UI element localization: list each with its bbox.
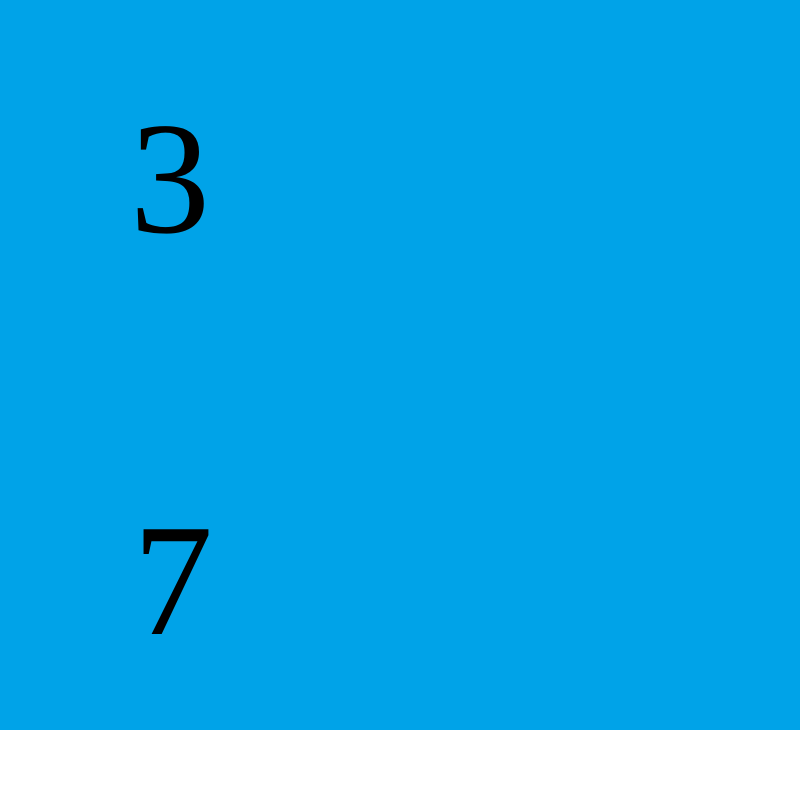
number-top: 3 (130, 89, 210, 267)
blue-field: 3 7 (0, 0, 800, 730)
number-bottom: 7 (133, 491, 213, 669)
